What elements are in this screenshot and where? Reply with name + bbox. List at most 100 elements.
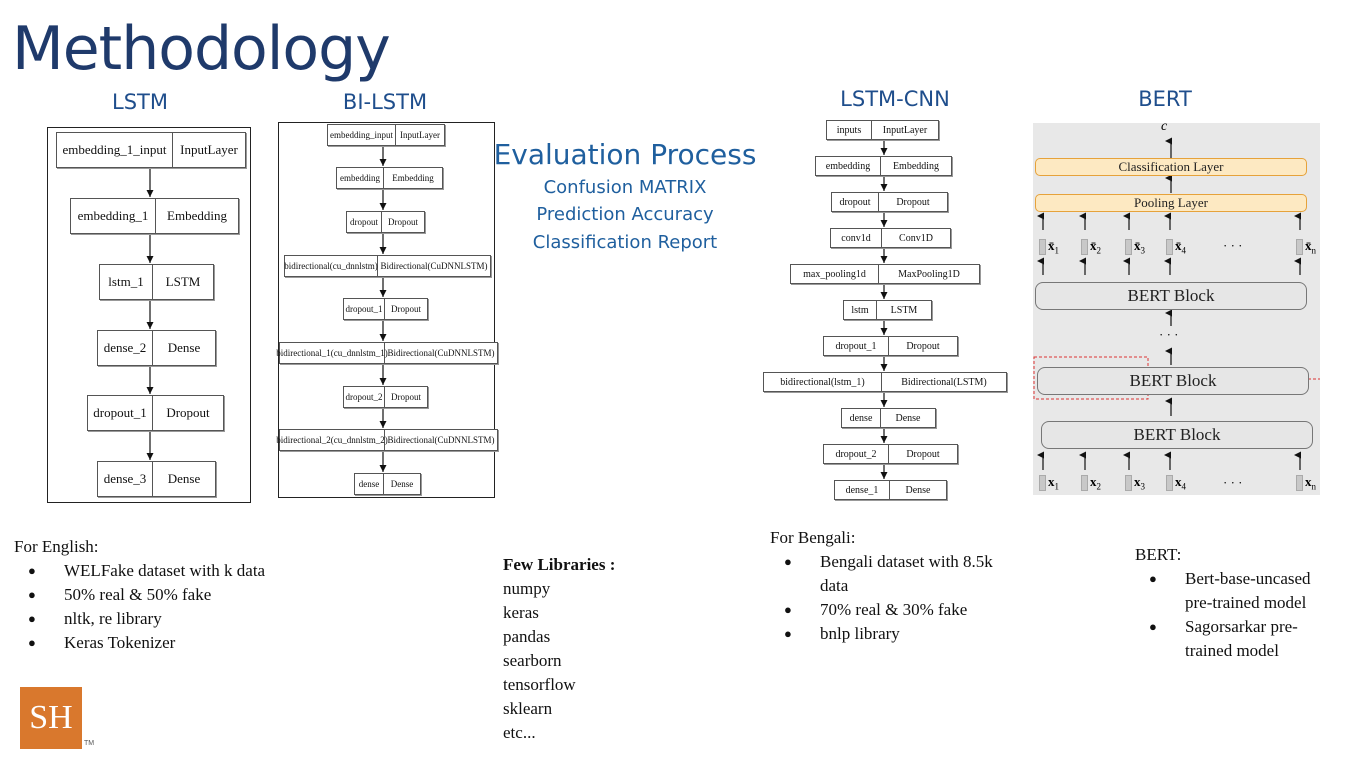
lstm-layer-type: InputLayer — [180, 142, 238, 157]
bert-vertical-ellipsis: · · · — [1159, 327, 1179, 342]
bilstm-layer-type: Dropout — [391, 304, 421, 314]
bert-output-symbol: c — [1161, 119, 1168, 134]
lstmcnn-layer-name: lstm — [844, 301, 877, 319]
evaluation-item: Classification Report — [532, 232, 718, 253]
bilstm-layer-node: bidirectional_1(cu_dnnlstm_1)Bidirection… — [276, 342, 498, 364]
lstm-layer-type: LSTM — [165, 274, 201, 289]
bert-hidden-token-symbol: x̄ — [1090, 238, 1097, 253]
bert-input-token: x1 — [1039, 474, 1059, 492]
bilstm-layer-type: Bidirectional(CuDNNLSTM) — [380, 261, 488, 271]
bilstm-layer-name: bidirectional_1(cu_dnnlstm_1) — [276, 343, 388, 363]
lstmcnn-edge-arrowhead — [880, 184, 888, 191]
lstmcnn-edge-arrowhead — [880, 256, 888, 263]
lstm-layer-type: Dropout — [166, 405, 210, 420]
lstmcnn-edge-arrowhead — [880, 220, 888, 227]
bengali-item: bnlp library — [770, 622, 1020, 646]
library-item: numpy — [503, 579, 551, 598]
bert-input-token-vector-icon — [1081, 475, 1088, 492]
lstmcnn-layer-name: max_pooling1d — [791, 265, 879, 283]
lstmcnn-layer-type: MaxPooling1D — [898, 268, 960, 280]
bilstm-layer-name: dense — [355, 474, 384, 494]
bilstm-layer-node: dropout_1 Dropout — [343, 298, 428, 320]
bert-block-bottom: BERT Block — [1041, 421, 1313, 449]
evaluation-item: Confusion MATRIX — [543, 177, 707, 198]
lstm-layer-type: Dense — [167, 340, 201, 355]
lstmcnn-layer-type: Dense — [905, 484, 931, 496]
english-item: Keras Tokenizer — [14, 631, 334, 655]
bert-input-token-symbol: x — [1048, 474, 1055, 489]
bert-input-token-index: 4 — [1181, 481, 1187, 492]
bert-hidden-token: x̄2 — [1081, 238, 1101, 256]
bert-input-token-vector-icon — [1166, 475, 1173, 492]
bert-hidden-token-vector-icon — [1081, 239, 1088, 256]
bert-hidden-token-index: 2 — [1096, 245, 1102, 256]
lstmcnn-layer-type: Dropout — [906, 448, 940, 460]
logo-trademark: TM — [84, 740, 95, 747]
lstmcnn-layer-type: Conv1D — [899, 232, 933, 244]
bert-hidden-token-vector-icon — [1166, 239, 1173, 256]
bilstm-layer-type: Bidirectional(CuDNNLSTM) — [387, 435, 495, 445]
library-item: sklearn — [503, 699, 553, 718]
bilstm-layer-name: embedding_input — [328, 125, 396, 145]
classification-layer: Classification Layer — [1035, 158, 1307, 176]
bert-input-token: xn — [1296, 474, 1316, 492]
lstm-layer-name: dense_3 — [98, 462, 153, 496]
lstmcnn-layer-node: conv1d Conv1D — [830, 228, 951, 248]
english-item: WELFake dataset with k data — [14, 559, 334, 583]
lstmcnn-layer-node: bidirectional(lstm_1)Bidirectional(LSTM) — [763, 372, 1007, 392]
lstmcnn-edge-arrowhead — [880, 400, 888, 407]
lstmcnn-edge-arrowhead — [880, 148, 888, 155]
evaluation-item: Prediction Accuracy — [536, 204, 714, 225]
library-item: keras — [503, 603, 539, 622]
bert-notes-item: Bert-base-uncased pre-trained model — [1135, 567, 1315, 615]
bert-hidden-token-index: n — [1311, 245, 1317, 256]
library-item: etc... — [503, 723, 536, 742]
lstmcnn-edge-arrowhead — [880, 364, 888, 371]
lstmcnn-layer-name: conv1d — [831, 229, 882, 247]
bilstm-layer-name: dropout_1 — [344, 299, 385, 319]
bert-hidden-token-vector-icon — [1039, 239, 1046, 256]
bert-hidden-token-index: 3 — [1140, 245, 1146, 256]
bert-hidden-token-index: 4 — [1181, 245, 1187, 256]
bilstm-layer-node: bidirectional_2(cu_dnnlstm_2)Bidirection… — [276, 429, 498, 451]
lstm-layer-type: Embedding — [167, 208, 227, 223]
bengali-item: 70% real & 30% fake — [770, 598, 1020, 622]
bert-hidden-token-vector-icon — [1125, 239, 1132, 256]
lstmcnn-layer-name: dense — [842, 409, 881, 427]
bert-diagram: c Classification Layer Pooling Layer x̄1… — [1033, 119, 1320, 495]
english-item: nltk, re library — [14, 607, 334, 631]
bengali-heading: For Bengali: — [770, 528, 856, 547]
bert-input-token-symbol: x — [1134, 474, 1141, 489]
bert-notes-item: Sagorsarkar pre-trained model — [1135, 615, 1315, 663]
logo-text: SH — [29, 699, 73, 736]
bert-input-token-index: n — [1311, 481, 1317, 492]
lstmcnn-layer-type: InputLayer — [882, 124, 928, 136]
lstmcnn-layer-name: dropout_1 — [824, 337, 889, 355]
lstmcnn-layer-node: max_pooling1d MaxPooling1D — [790, 264, 980, 284]
bilstm-heading: BI-LSTM — [342, 90, 428, 114]
bert-input-token: x4 — [1166, 474, 1186, 492]
library-item: pandas — [503, 627, 551, 646]
english-heading: For English: — [14, 537, 99, 556]
bert-input-token-index: 3 — [1140, 481, 1146, 492]
lstmcnn-layer-name: dense_1 — [835, 481, 890, 499]
bert-token-ellipsis: · · · — [1223, 238, 1243, 253]
lstm-layer-name: embedding_1 — [71, 199, 156, 233]
bilstm-layer-name: bidirectional_2(cu_dnnlstm_2) — [276, 430, 388, 450]
lstmcnn-layer-type: Bidirectional(LSTM) — [901, 376, 987, 388]
bengali-notes: For Bengali: Bengali dataset with 8.5k d… — [770, 526, 1020, 646]
libraries-heading: Few Libraries : — [503, 555, 616, 574]
bilstm-layer-node: bidirectional(cu_dnnlstm)Bidirectional(C… — [284, 255, 491, 277]
lstm-heading: LSTM — [112, 90, 168, 114]
english-item: 50% real & 50% fake — [14, 583, 334, 607]
bert-block-middle: BERT Block — [1037, 367, 1309, 395]
bert-input-token-index: 1 — [1054, 481, 1060, 492]
lstmcnn-layer-name: dropout — [832, 193, 879, 211]
